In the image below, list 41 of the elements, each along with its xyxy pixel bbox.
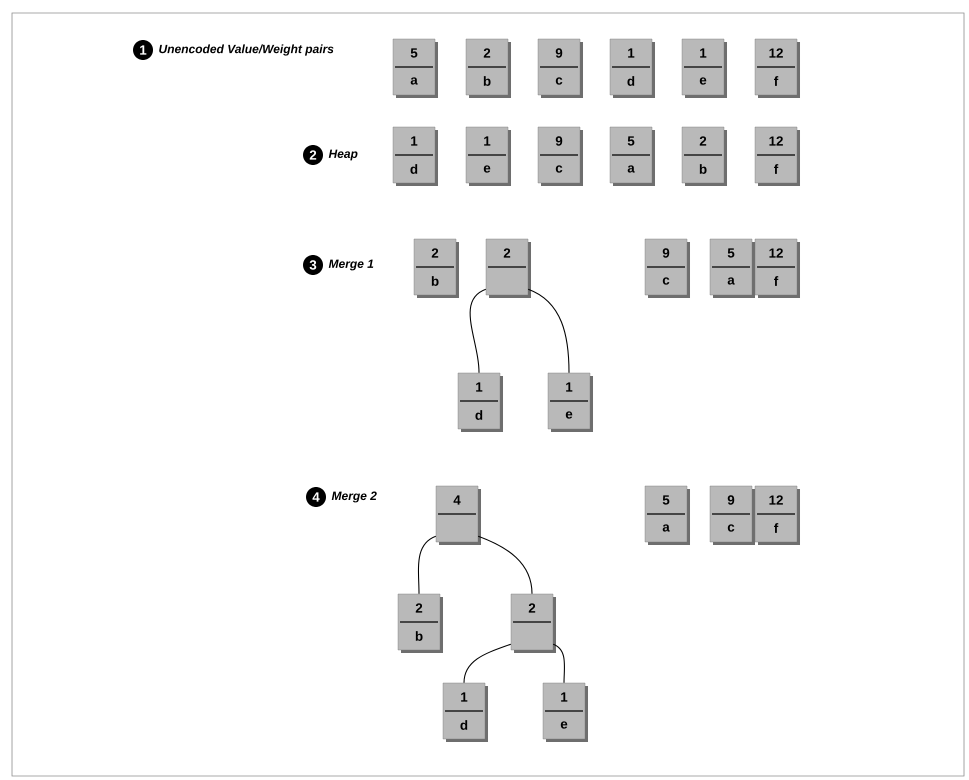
value-weight-tile: 2 b bbox=[414, 238, 459, 298]
value-weight-tile: 1 e bbox=[466, 126, 511, 186]
value-weight-tile: 1 d bbox=[442, 682, 488, 742]
value-weight-tile: 5 a bbox=[644, 486, 690, 545]
step-number-badge: 2 bbox=[303, 145, 323, 165]
value-weight-tile: 5 a bbox=[610, 126, 655, 186]
value-weight-tile: 2 b bbox=[398, 594, 443, 653]
step-label: Merge 2 bbox=[332, 492, 377, 502]
step-number-badge: 4 bbox=[306, 487, 326, 507]
value-weight-tile: 1 d bbox=[458, 372, 503, 432]
step-number-badge: 1 bbox=[133, 40, 153, 60]
tree-branch bbox=[478, 536, 533, 594]
value-weight-tile: 12 f bbox=[754, 238, 800, 298]
value-weight-tile: 5 a bbox=[710, 238, 755, 298]
value-weight-tile: 12 f bbox=[754, 38, 800, 98]
value-weight-tile: 9 c bbox=[644, 238, 690, 298]
step-label: Heap bbox=[328, 150, 358, 160]
value-weight-tile: 1 e bbox=[682, 38, 727, 98]
value-weight-tile: 2 b bbox=[682, 126, 727, 186]
step-number-badge: 3 bbox=[303, 255, 323, 275]
value-weight-tile: 12 f bbox=[754, 126, 800, 186]
value-weight-tile: 9 c bbox=[538, 38, 583, 98]
value-weight-tile: 2 bbox=[486, 238, 531, 298]
tree-branch bbox=[470, 288, 486, 373]
value-weight-tile: 9 c bbox=[538, 126, 583, 186]
tree-branch bbox=[528, 288, 570, 373]
tree-branch bbox=[418, 536, 436, 594]
value-weight-tile: 12 f bbox=[754, 486, 800, 545]
value-weight-tile: 2 bbox=[510, 594, 556, 653]
value-weight-tile: 1 e bbox=[542, 682, 588, 742]
tree-branch bbox=[463, 644, 511, 683]
value-weight-tile: 4 bbox=[436, 486, 481, 545]
value-weight-tile: 5 a bbox=[392, 38, 438, 98]
value-weight-tile: 1 d bbox=[610, 38, 655, 98]
step-label: Unencoded Value/Weight pairs bbox=[159, 44, 334, 56]
value-weight-tile: 2 b bbox=[466, 38, 511, 98]
value-weight-tile: 1 e bbox=[548, 372, 593, 432]
tree-branch bbox=[552, 644, 565, 683]
value-weight-tile: 9 c bbox=[710, 486, 755, 545]
step-label: Merge 1 bbox=[328, 260, 374, 270]
value-weight-tile: 1 d bbox=[392, 126, 438, 186]
